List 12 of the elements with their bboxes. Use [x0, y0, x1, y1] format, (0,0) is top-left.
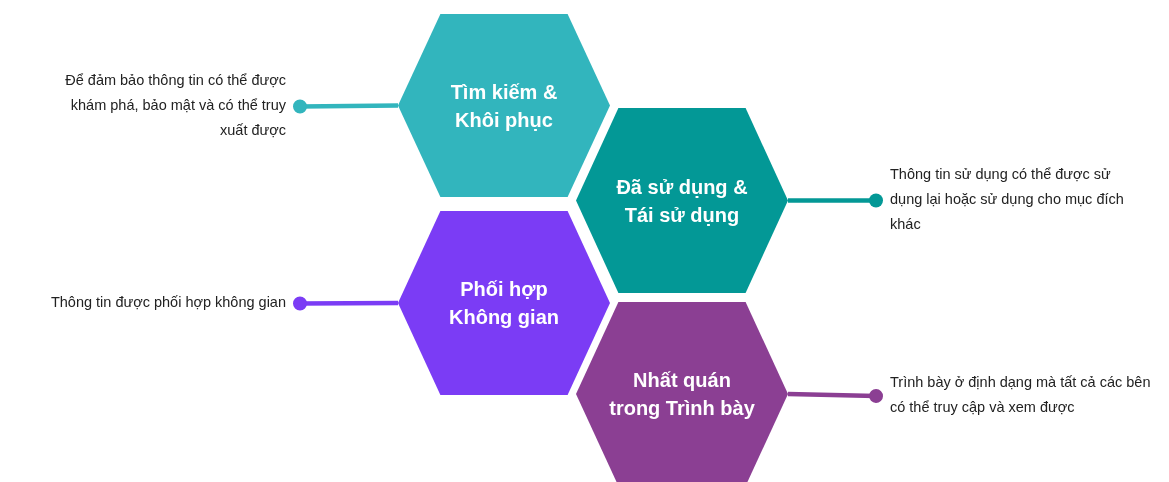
hexagon-title: Tìm kiếm & Khôi phục — [449, 79, 559, 133]
leader-line — [293, 296, 398, 311]
description-text: Thông tin được phối hợp không gian — [0, 290, 300, 317]
leader-line — [787, 389, 883, 403]
description-text: Trình bày ở định dạng mà tất cả các bên có thể truy cập và xem được — [876, 370, 1161, 422]
hexagon-title: Đã sử dụng & Tái sử dụng — [615, 174, 749, 228]
description-text: Để đảm bảo thông tin có thể được khám phá, bảo mật và có thể truy xuất được — [50, 68, 300, 145]
leader-line — [788, 193, 883, 208]
hexagon-title: Nhất quán trong Trình bày — [608, 368, 756, 421]
hexagon-title: Phối hợp Không gian — [448, 277, 560, 330]
leader-line — [293, 99, 399, 114]
description-text: Thông tin sử dụng có thể được sử dụng lại hoặc sử dụng cho mục đích khác — [876, 162, 1136, 239]
